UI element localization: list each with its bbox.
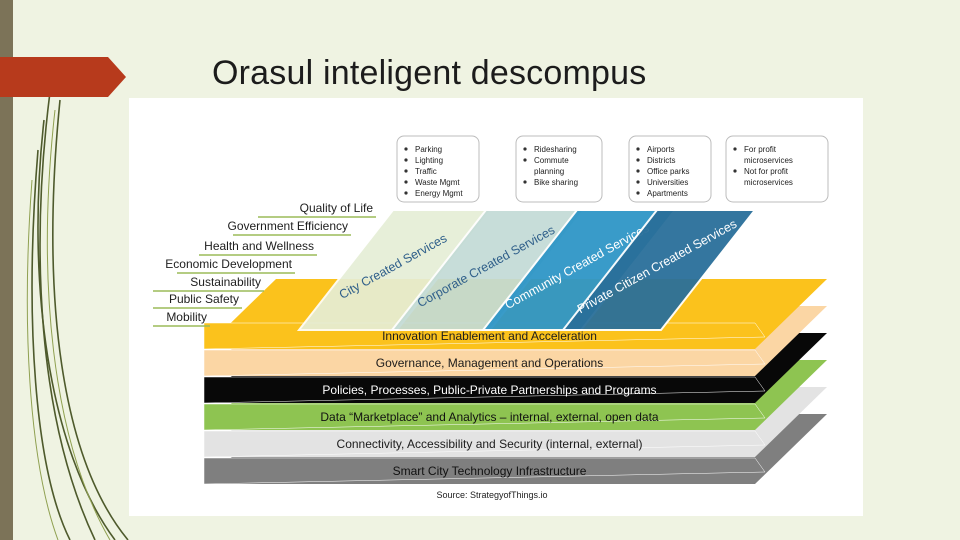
- bullet-dot: [404, 147, 408, 151]
- bullet-dot: [636, 147, 640, 151]
- slide-title: Orasul inteligent descompus: [212, 54, 647, 92]
- outcome-label: Sustainability: [190, 275, 261, 289]
- outcome-label: Quality of Life: [300, 201, 374, 215]
- bullet-dot: [404, 169, 408, 173]
- example-item: Waste Mgmt: [415, 178, 460, 187]
- layer-front: [203, 349, 766, 377]
- example-box-frame: [725, 135, 829, 203]
- layer-label: Data “Marketplace” and Analytics – inter…: [320, 410, 659, 424]
- example-item-cont: planning: [534, 167, 564, 176]
- outcome-label: Government Efficiency: [228, 219, 349, 233]
- service-panel-shape: [560, 209, 758, 331]
- example-item: For profit: [744, 145, 777, 154]
- bullet-dot: [404, 158, 408, 162]
- outcome-label: Mobility: [166, 310, 207, 324]
- outcome-label: Public Safety: [169, 292, 239, 306]
- example-item: Office parks: [647, 167, 690, 176]
- example-item-cont: microservices: [744, 156, 793, 165]
- example-item: Energy Mgmt: [415, 189, 463, 198]
- example-item-cont: microservices: [744, 178, 793, 187]
- title-arrow-marker: [0, 57, 126, 97]
- outcome-label: Economic Development: [165, 257, 292, 271]
- bullet-dot: [636, 180, 640, 184]
- example-item: Apartments: [647, 189, 688, 198]
- bullet-dot: [733, 169, 737, 173]
- layer-front: [203, 403, 766, 431]
- bullet-dot: [523, 180, 527, 184]
- layer-label: Policies, Processes, Public-Private Part…: [322, 383, 656, 397]
- bullet-dot: [523, 147, 527, 151]
- layer-label: Smart City Technology Infrastructure: [393, 464, 587, 478]
- layer-front: [203, 376, 766, 404]
- service-panel: City Created Services: [296, 209, 494, 331]
- outcome-label: Health and Wellness: [204, 239, 314, 253]
- example-item: Commute: [534, 156, 569, 165]
- bullet-dot: [636, 169, 640, 173]
- left-stripe: [0, 0, 13, 540]
- layer-label: Innovation Enablement and Acceleration: [382, 329, 597, 343]
- bullet-dot: [523, 158, 527, 162]
- example-item: Districts: [647, 156, 675, 165]
- example-box-frame: [628, 135, 712, 203]
- example-item: Parking: [415, 145, 442, 154]
- layer-label: Connectivity, Accessibility and Security…: [337, 437, 643, 451]
- example-item: Not for profit: [744, 167, 789, 176]
- example-item: Bike sharing: [534, 178, 578, 187]
- example-item: Universities: [647, 178, 688, 187]
- bullet-dot: [733, 147, 737, 151]
- example-item: Ridesharing: [534, 145, 577, 154]
- example-item: Traffic: [415, 167, 437, 176]
- example-box-frame: [515, 135, 603, 203]
- layer-label: Governance, Management and Operations: [376, 356, 603, 370]
- example-box-frame: [396, 135, 480, 203]
- bullet-dot: [404, 180, 408, 184]
- source-caption: Source: StrategyofThings.io: [436, 490, 547, 500]
- example-item: Airports: [647, 145, 675, 154]
- bullet-dot: [636, 191, 640, 195]
- layer-front: [203, 457, 766, 485]
- bullet-dot: [404, 191, 408, 195]
- bullet-dot: [636, 158, 640, 162]
- layer-front: [203, 430, 766, 458]
- example-item: Lighting: [415, 156, 443, 165]
